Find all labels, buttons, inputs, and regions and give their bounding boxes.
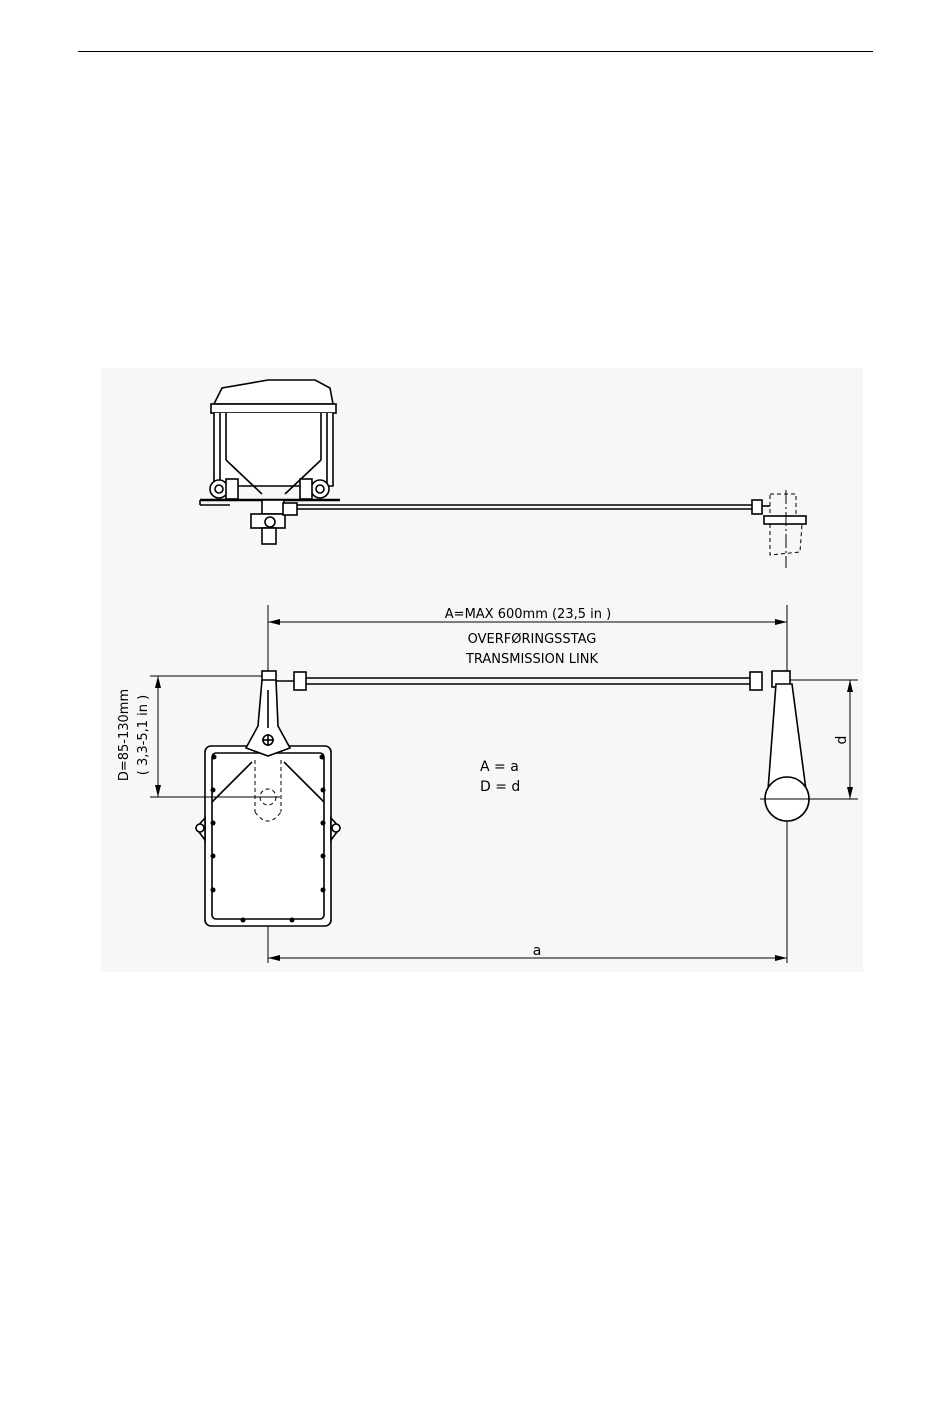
- relation-A: A = a: [480, 759, 519, 775]
- rod-end-nut-right: [750, 672, 762, 690]
- label-link-en: TRANSMISSION LINK: [465, 652, 599, 667]
- driving-shaft-side: [762, 490, 806, 568]
- cable-gland-left: [210, 479, 238, 499]
- housing-body: [214, 413, 333, 486]
- driving-lever: [760, 684, 814, 821]
- housing-cover-rim: [211, 404, 336, 413]
- relation-D: D = d: [480, 779, 520, 795]
- label-a: a: [533, 943, 542, 959]
- plan-view: A=MAX 600mm (23,5 in ) OVERFØRINGSSTAG T…: [117, 605, 858, 963]
- label-link-no: OVERFØRINGSSTAG: [468, 632, 597, 647]
- switch-housing-plan: [196, 746, 340, 926]
- shaft-hub: [262, 500, 284, 514]
- label-D-mm: D=85-130mm: [117, 689, 132, 781]
- label-D-in: ( 3,3-5,1 in ): [136, 695, 151, 775]
- switch-lever: [246, 680, 290, 756]
- housing-cover: [214, 380, 333, 404]
- cable-gland-right: [300, 479, 329, 499]
- label-A: A=MAX 600mm (23,5 in ): [445, 607, 611, 622]
- rod-end-nut-left: [294, 672, 306, 690]
- label-d: d: [834, 736, 850, 745]
- side-view: [200, 380, 806, 568]
